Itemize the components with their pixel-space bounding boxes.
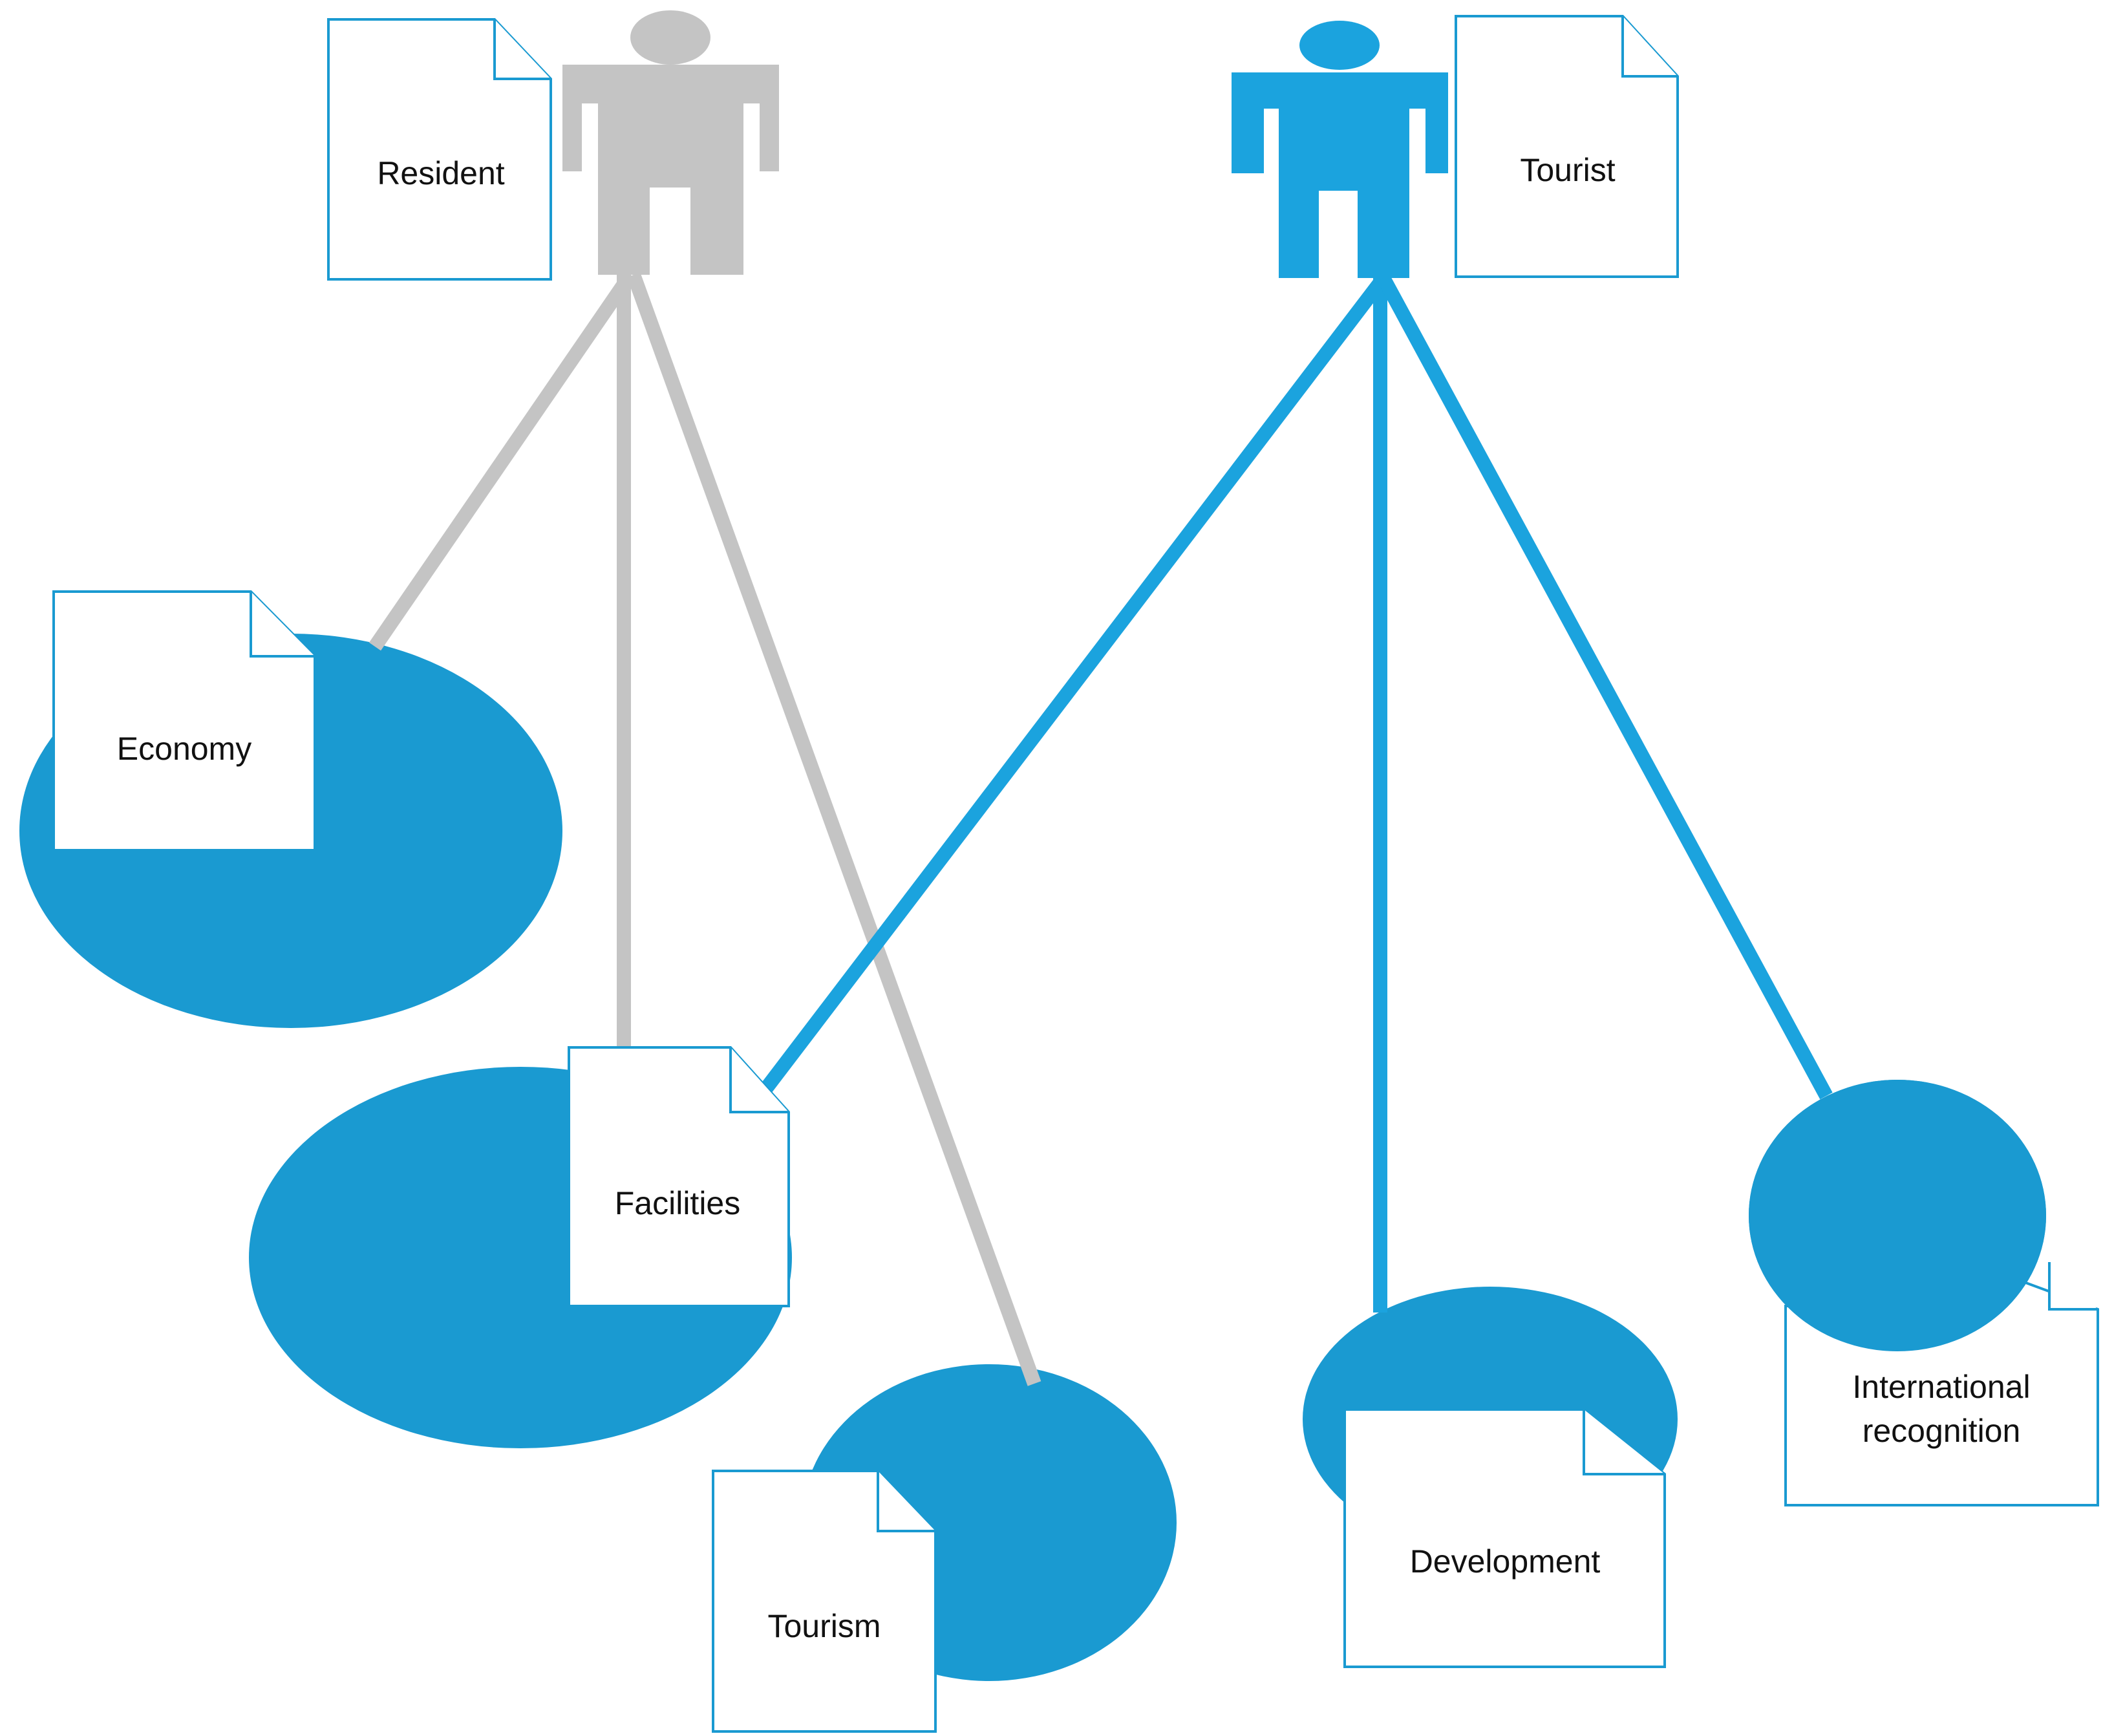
resident-label: Resident [377, 155, 504, 191]
development-note: Development [1343, 1408, 1666, 1668]
resident-note: Resident [327, 18, 552, 281]
link-tourist-facilities [757, 273, 1389, 1097]
tourism-label: Tourism [767, 1608, 881, 1644]
international-label-line1: International [1852, 1369, 2030, 1405]
resident-person-icon [562, 10, 779, 275]
resident-links [368, 270, 1041, 1386]
link-resident-economy [368, 270, 637, 651]
facilities-note: Facilities [568, 1046, 790, 1307]
international-label-line2: recognition [1863, 1413, 2021, 1449]
tourist-note: Tourist [1455, 15, 1679, 278]
tourist-label: Tourist [1520, 152, 1615, 188]
tourism-note: Tourism [712, 1470, 937, 1733]
development-label: Development [1410, 1543, 1601, 1580]
tourist-links [757, 273, 1833, 1313]
tourist-person-icon [1232, 21, 1448, 278]
economy-label: Economy [117, 731, 251, 767]
facilities-label: Facilities [615, 1185, 740, 1221]
economy-note: Economy [52, 590, 316, 852]
link-resident-tourism [626, 272, 1041, 1386]
international-recognition-note: International recognition [1749, 1080, 2099, 1506]
link-tourist-international [1377, 274, 1833, 1100]
